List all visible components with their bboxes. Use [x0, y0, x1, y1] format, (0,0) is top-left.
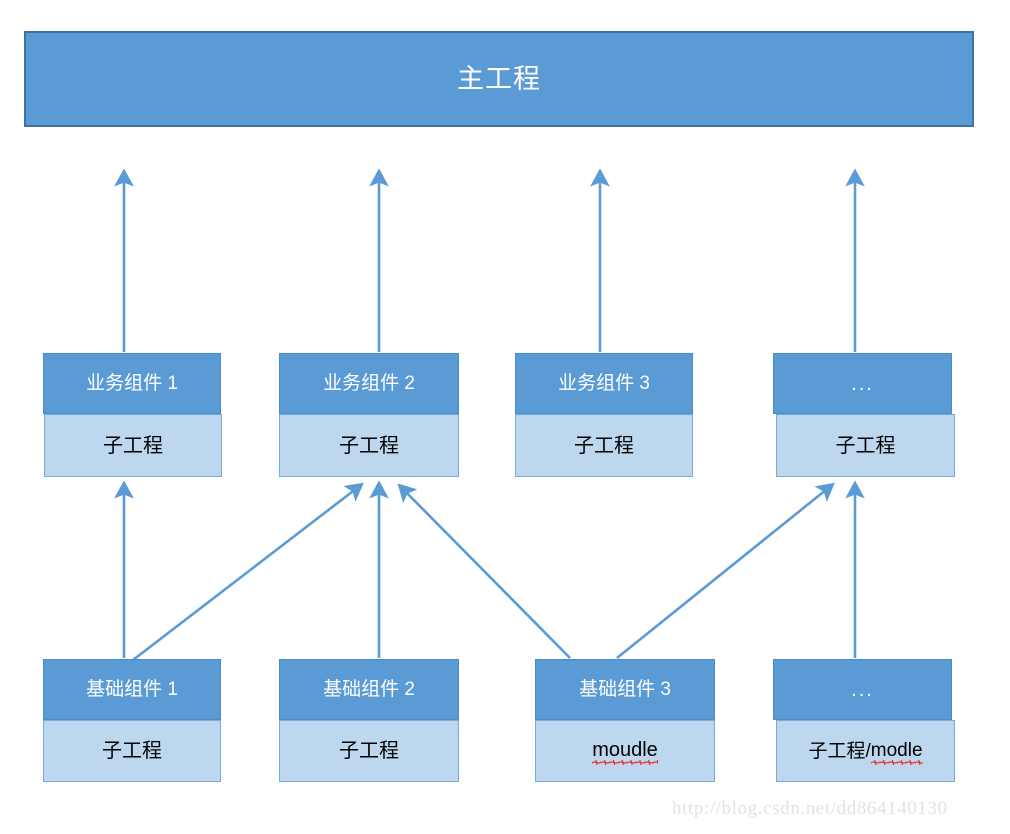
base-component-more-title: ... [851, 678, 874, 701]
base-component-more[interactable]: ... 子工程/modle [773, 659, 955, 782]
base-component-1-subtitle: 子工程 [102, 740, 162, 762]
business-component-1[interactable]: 业务组件 1 子工程 [43, 353, 222, 477]
base-component-3-subtitle: moudle [592, 739, 658, 765]
business-component-1-title: 业务组件 1 [86, 373, 178, 394]
base-component-more-body: 子工程/modle [776, 720, 955, 782]
main-project-label: 主工程 [457, 63, 541, 94]
business-component-3-header: 业务组件 3 [515, 353, 693, 414]
business-component-more-header: ... [773, 353, 952, 414]
business-component-2-body: 子工程 [279, 414, 459, 477]
business-component-1-subtitle: 子工程 [103, 434, 163, 457]
base-component-1[interactable]: 基础组件 1 子工程 [43, 659, 221, 782]
business-component-2-subtitle: 子工程 [339, 434, 399, 457]
base-component-2-subtitle: 子工程 [339, 740, 399, 762]
business-component-more-title: ... [851, 372, 874, 395]
base-component-2[interactable]: 基础组件 2 子工程 [279, 659, 459, 782]
base-component-3-body: moudle [535, 720, 715, 782]
business-component-3-body: 子工程 [515, 414, 693, 477]
base-component-1-body: 子工程 [43, 720, 221, 782]
business-component-3-title: 业务组件 3 [558, 373, 650, 394]
base-component-1-title: 基础组件 1 [86, 679, 178, 700]
base-component-more-subtitle-prefix: 子工程/ [808, 740, 871, 762]
base-component-3-title: 基础组件 3 [579, 679, 671, 700]
base-component-2-title: 基础组件 2 [323, 679, 415, 700]
business-component-2-header: 业务组件 2 [279, 353, 459, 414]
watermark-url: http://blog.csdn.net/dd864140130 [672, 798, 948, 819]
business-component-more-body: 子工程 [776, 414, 955, 477]
business-component-1-body: 子工程 [44, 414, 222, 477]
arrow-base3-to-bizmore [616, 482, 835, 660]
base-component-2-body: 子工程 [279, 720, 459, 782]
business-component-3[interactable]: 业务组件 3 子工程 [515, 353, 693, 477]
base-component-more-header: ... [773, 659, 952, 720]
business-component-2-title: 业务组件 2 [323, 373, 415, 394]
business-component-more[interactable]: ... 子工程 [773, 353, 955, 477]
base-component-3-header: 基础组件 3 [535, 659, 715, 720]
business-component-3-subtitle: 子工程 [574, 434, 634, 457]
base-component-2-header: 基础组件 2 [279, 659, 459, 720]
business-component-more-subtitle: 子工程 [835, 434, 896, 457]
base-component-1-header: 基础组件 1 [43, 659, 221, 720]
business-component-2[interactable]: 业务组件 2 子工程 [279, 353, 459, 477]
arrow-base1-to-biz2 [132, 482, 364, 662]
main-project-box[interactable]: 主工程 [24, 31, 974, 127]
business-component-1-header: 业务组件 1 [43, 353, 221, 414]
arrow-base3-to-biz2 [397, 483, 571, 659]
base-component-3[interactable]: 基础组件 3 moudle [535, 659, 715, 782]
base-component-more-subtitle-suffix: modle [870, 739, 923, 765]
